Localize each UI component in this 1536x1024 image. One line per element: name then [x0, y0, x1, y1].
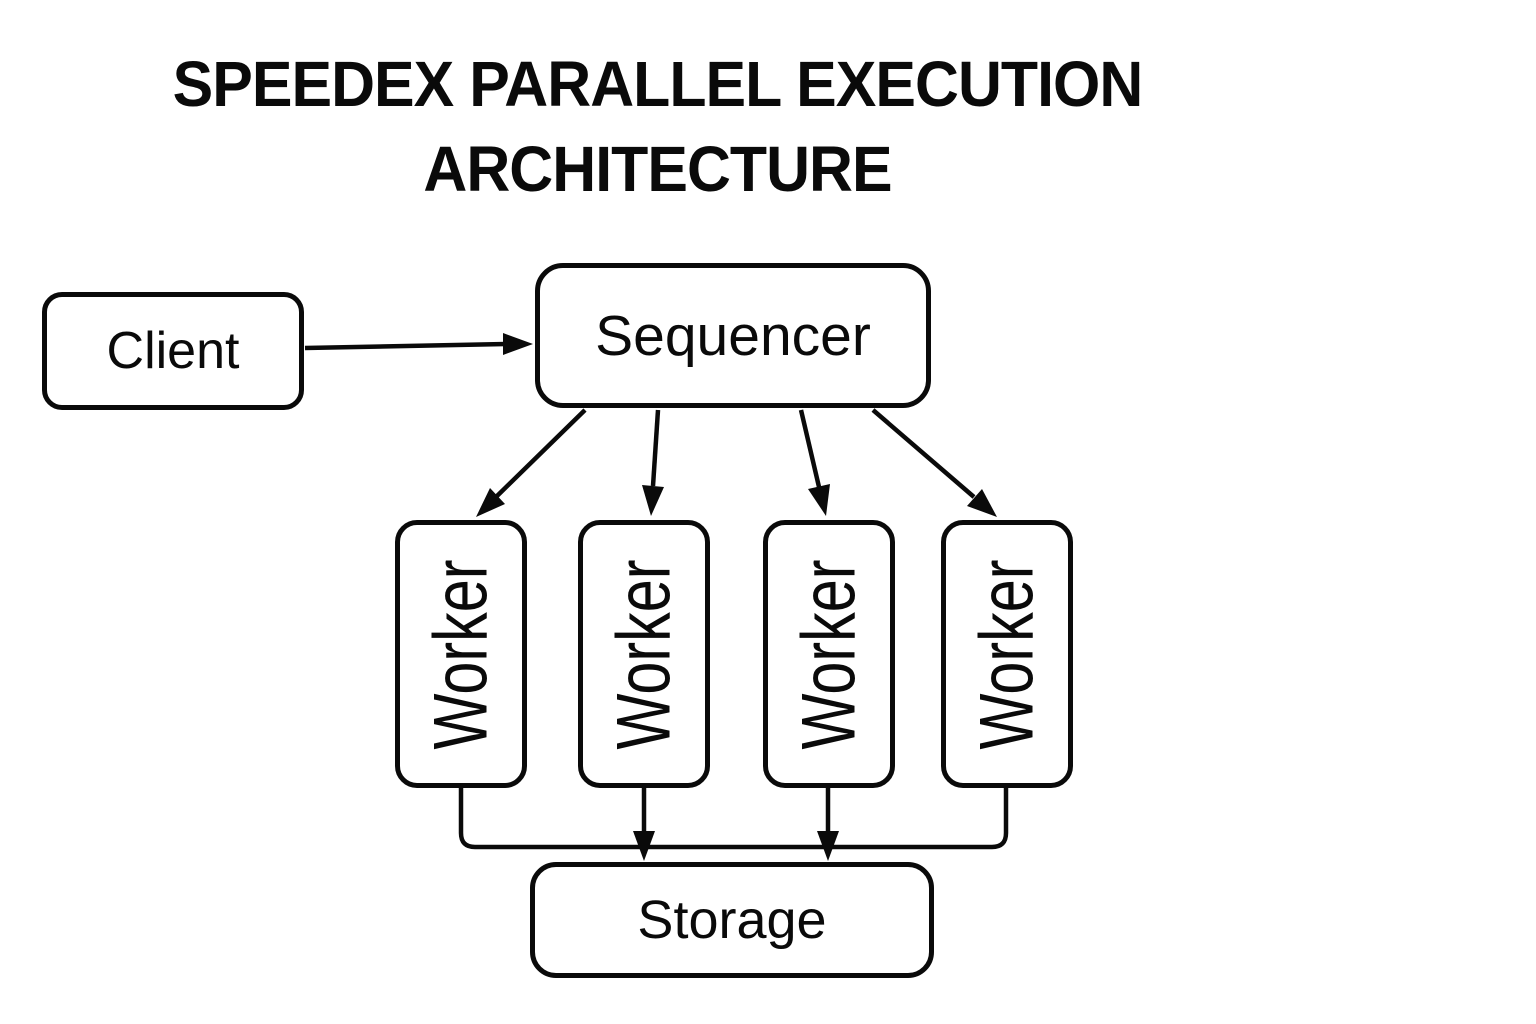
arrowhead-sequencer-to-worker-3 — [808, 484, 830, 516]
node-client-label: Client — [106, 322, 240, 380]
node-client: Client — [42, 292, 304, 410]
arrowhead-sequencer-to-worker-1 — [476, 488, 505, 517]
node-storage: Storage — [530, 862, 934, 978]
node-storage-label: Storage — [637, 890, 827, 950]
node-worker-2: Worker — [578, 520, 710, 788]
node-worker-4-label: Worker — [964, 559, 1050, 749]
node-worker-1-label: Worker — [418, 559, 504, 749]
edge-sequencer-to-worker-4 — [871, 408, 976, 499]
edge-sequencer-to-worker-2 — [650, 409, 661, 487]
title-line-1: SPEEDEX PARALLEL EXECUTION — [172, 48, 1144, 120]
arrowhead-client-to-sequencer — [503, 333, 533, 355]
edge-sequencer-to-worker-1 — [495, 408, 587, 498]
node-worker-1: Worker — [395, 520, 527, 788]
arrowhead-worker-3-to-storage — [817, 831, 839, 861]
node-worker-4: Worker — [941, 520, 1073, 788]
arrowhead-worker-2-to-storage — [633, 831, 655, 861]
node-worker-3: Worker — [763, 520, 895, 788]
diagram-title: SPEEDEX PARALLEL EXECUTION ARCHITECTURE — [33, 42, 1282, 212]
title-line-2: ARCHITECTURE — [423, 133, 892, 205]
node-worker-2-label: Worker — [601, 559, 687, 749]
node-worker-3-label: Worker — [786, 559, 872, 749]
node-sequencer: Sequencer — [535, 263, 931, 408]
arrowhead-sequencer-to-worker-4 — [967, 489, 997, 517]
edge-client-to-sequencer — [304, 341, 507, 351]
edge-sequencer-to-worker-3 — [798, 409, 822, 488]
arrowhead-sequencer-to-worker-2 — [642, 485, 664, 516]
node-sequencer-label: Sequencer — [595, 303, 871, 368]
bus-line-workers-to-storage — [458, 786, 1009, 850]
